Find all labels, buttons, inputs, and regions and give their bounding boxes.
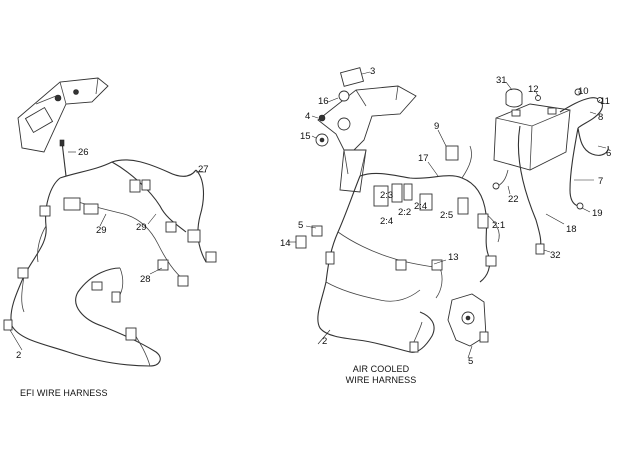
efi-callout-29b: 29 (136, 222, 147, 233)
ac-callout-5b: 5 (468, 356, 473, 367)
efi-harness-group: 26 27 29 29 28 2 (3, 77, 217, 367)
ac-callout-14: 14 (280, 238, 291, 249)
ac-callout-9: 9 (434, 121, 439, 132)
ac-callout-2-1: 2:1 (492, 220, 505, 231)
bat-callout-12: 12 (528, 84, 539, 95)
efi-mounting-bracket (17, 77, 109, 153)
ac-mounting-plate (317, 85, 417, 151)
bat-callout-19: 19 (592, 208, 603, 219)
air-cooled-harness-group: 3 16 4 15 9 17 2:3 2:2 2:4 2:4 2:5 2:1 5… (280, 66, 505, 367)
ac-callout-3: 3 (370, 66, 375, 77)
ac-callout-4: 4 (305, 111, 310, 122)
bat-callout-18: 18 (566, 224, 577, 235)
battery-group: 31 12 10 11 8 6 7 22 18 19 32 (492, 75, 611, 261)
bat-callout-31: 31 (496, 75, 507, 86)
battery (493, 103, 571, 171)
bat-callout-10: 10 (578, 86, 589, 97)
ac-callout-17: 17 (418, 153, 429, 164)
bat-callout-32: 32 (550, 250, 561, 261)
ac-callout-2-3: 2:3 (380, 190, 393, 201)
efi-callout-26: 26 (78, 147, 89, 158)
bat-callout-7: 7 (598, 176, 603, 187)
bat-callout-11: 11 (600, 96, 610, 107)
ac-callout-2-4a: 2:4 (414, 201, 427, 212)
bat-callout-6: 6 (606, 148, 611, 159)
efi-callout-2: 2 (16, 350, 21, 361)
air-cooled-caption-line1: AIR COOLED (352, 364, 410, 374)
ac-callout-2-2: 2:2 (398, 207, 411, 218)
ac-callout-16: 16 (318, 96, 329, 107)
air-cooled-caption-line2: WIRE HARNESS (345, 375, 417, 385)
bat-callout-8: 8 (598, 112, 603, 123)
air-cooled-caption: AIR COOLED WIRE HARNESS (336, 364, 426, 386)
ac-callout-2: 2 (322, 336, 327, 347)
efi-callout-28: 28 (140, 274, 151, 285)
efi-callout-29a: 29 (96, 225, 107, 236)
ac-callout-2-5: 2:5 (440, 210, 453, 221)
efi-callout-27: 27 (198, 164, 209, 175)
efi-caption: EFI WIRE HARNESS (20, 388, 108, 398)
bat-callout-22: 22 (508, 194, 519, 205)
ac-callout-13: 13 (448, 252, 459, 263)
ac-callout-15: 15 (300, 131, 311, 142)
ac-callout-5a: 5 (298, 220, 303, 231)
ac-callout-2-4b: 2:4 (380, 216, 393, 227)
